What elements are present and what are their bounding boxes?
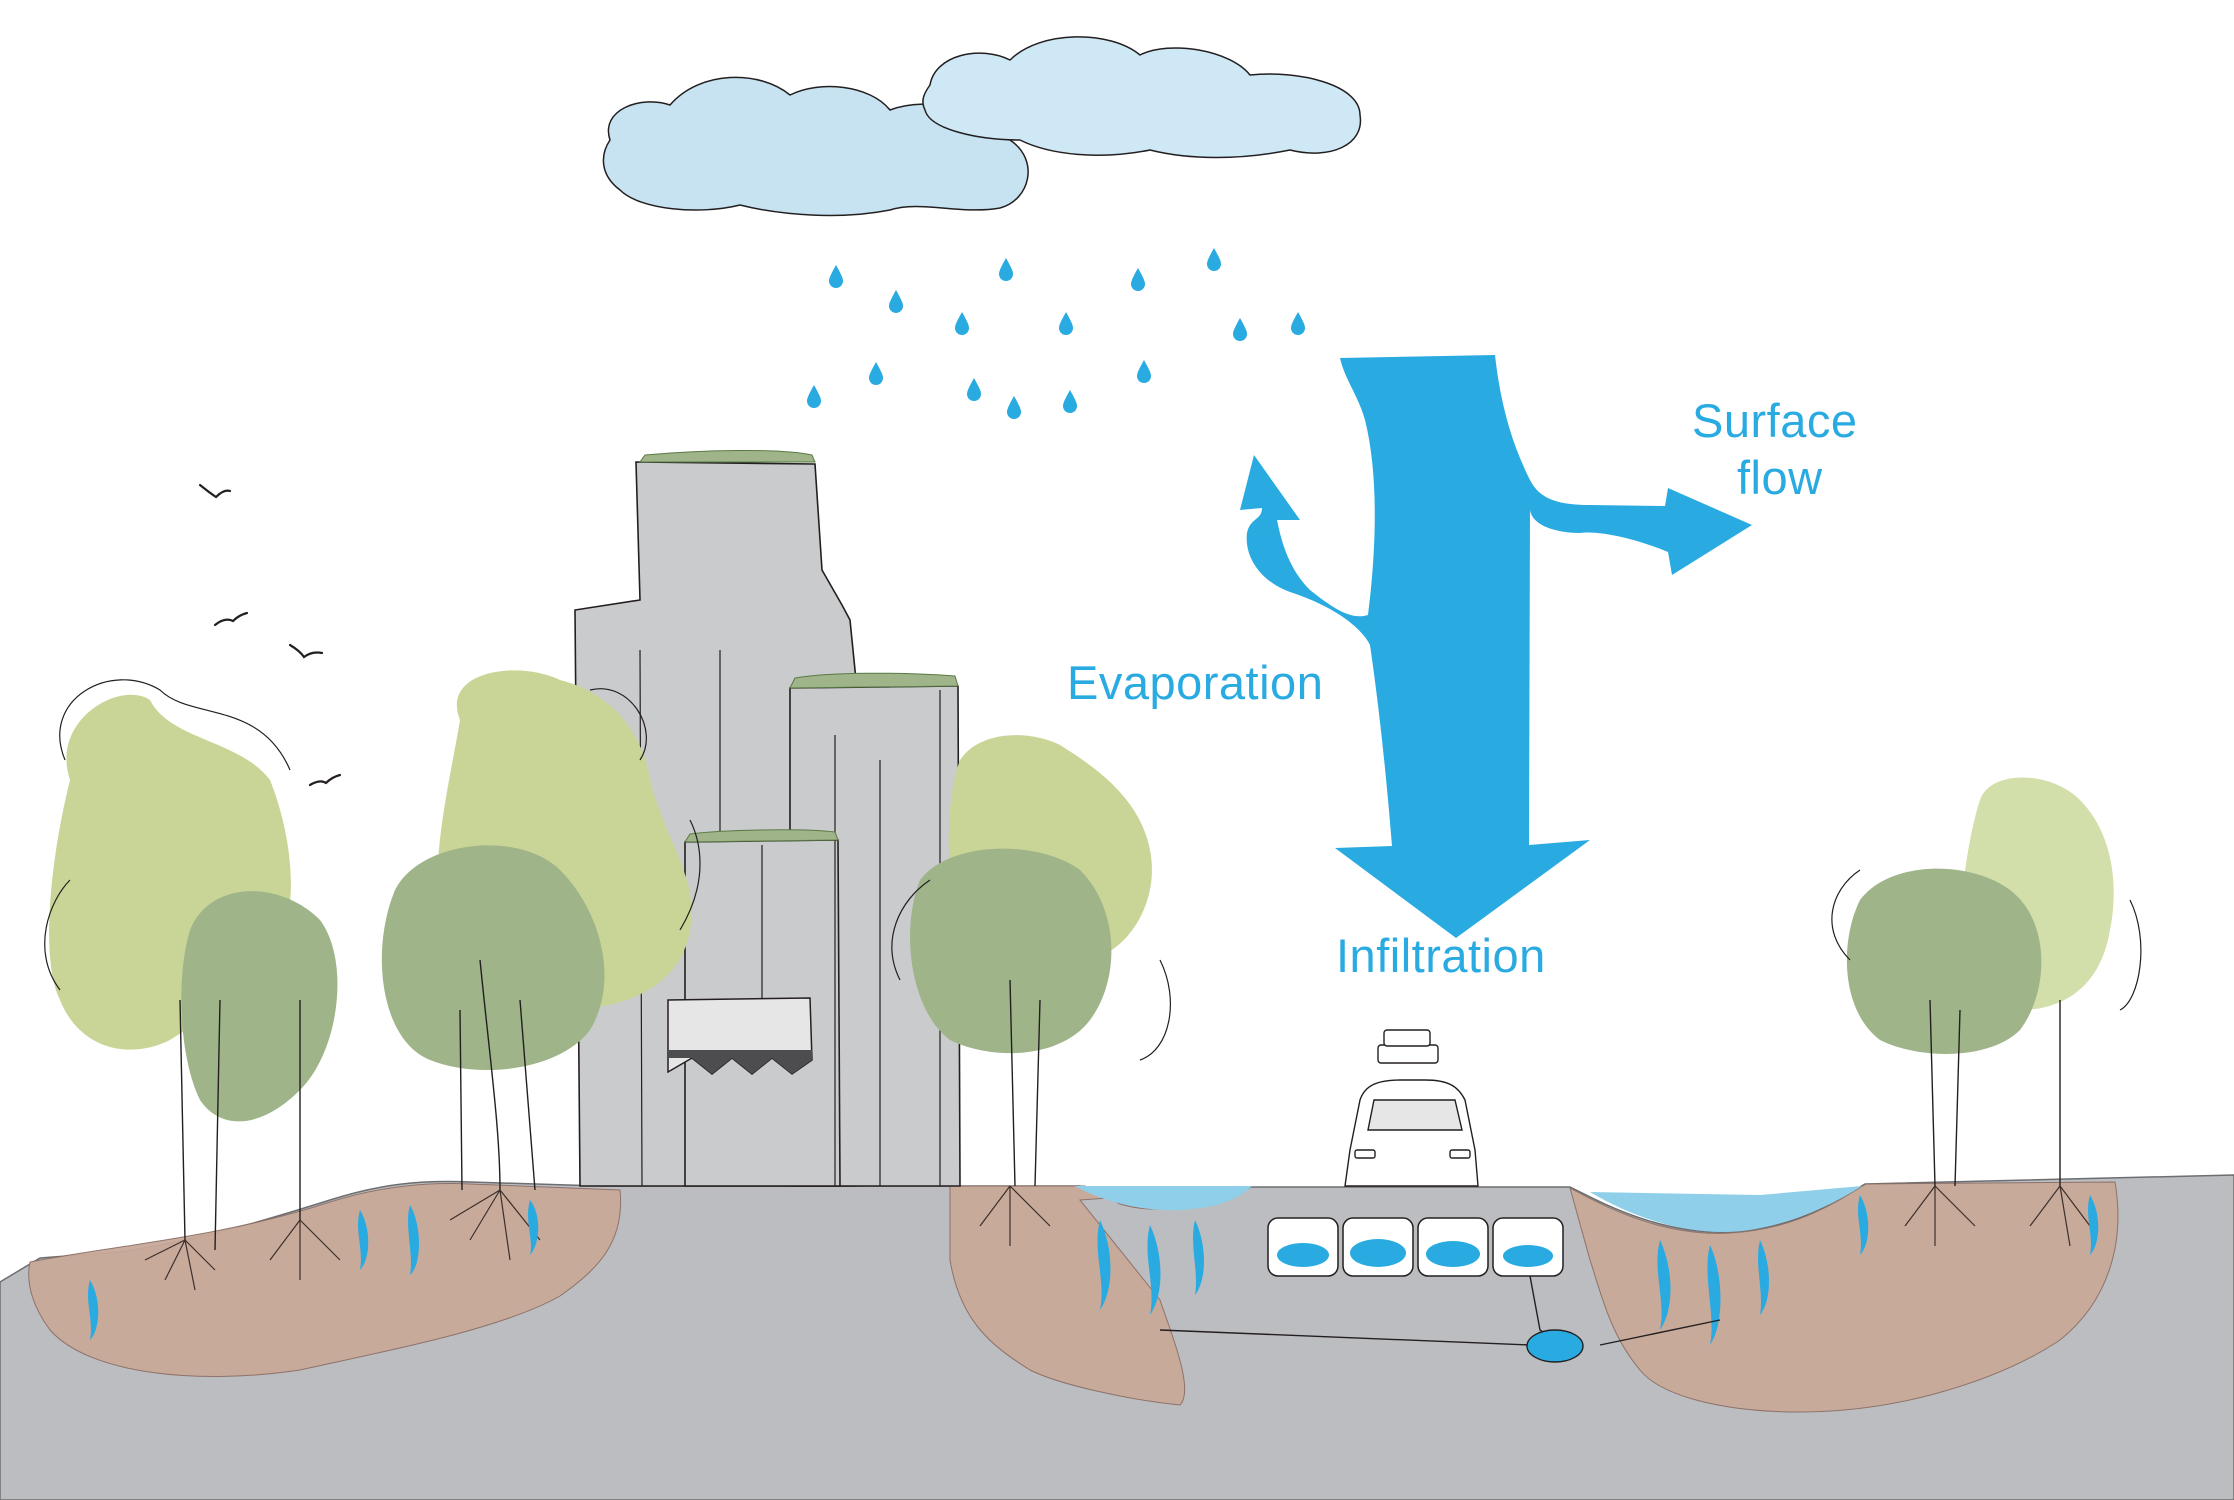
building-lines xyxy=(639,649,941,1187)
trees xyxy=(44,670,2142,1251)
bioswale-water xyxy=(1075,1186,1862,1233)
birds xyxy=(198,483,342,787)
evaporation-label: Evaporation xyxy=(1067,656,1323,709)
cloud-left xyxy=(602,76,1029,217)
tree-center xyxy=(891,735,1171,1187)
cloud-right xyxy=(922,36,1362,159)
raindrops xyxy=(807,248,1305,419)
soil-right xyxy=(1569,1181,2119,1413)
soil-left xyxy=(28,1183,622,1377)
tree-right xyxy=(1831,777,2142,1187)
tree-far-left xyxy=(44,679,338,1251)
storage-chambers xyxy=(1267,1217,1564,1277)
water-flow-arrow xyxy=(1240,355,1752,938)
clouds xyxy=(602,36,1362,217)
cafe-awning xyxy=(667,997,813,1075)
tree-left xyxy=(381,670,701,1191)
soil-patches xyxy=(28,1181,2119,1413)
infiltration-label: Infiltration xyxy=(1336,929,1546,982)
underground-tank xyxy=(1526,1329,1584,1363)
surface-flow-label-line1: Surface xyxy=(1692,394,1857,447)
green-roofs xyxy=(639,449,959,843)
roots xyxy=(144,1185,2091,1291)
car xyxy=(1344,1029,1479,1187)
surface-flow-label-line2: flow xyxy=(1737,451,1823,504)
